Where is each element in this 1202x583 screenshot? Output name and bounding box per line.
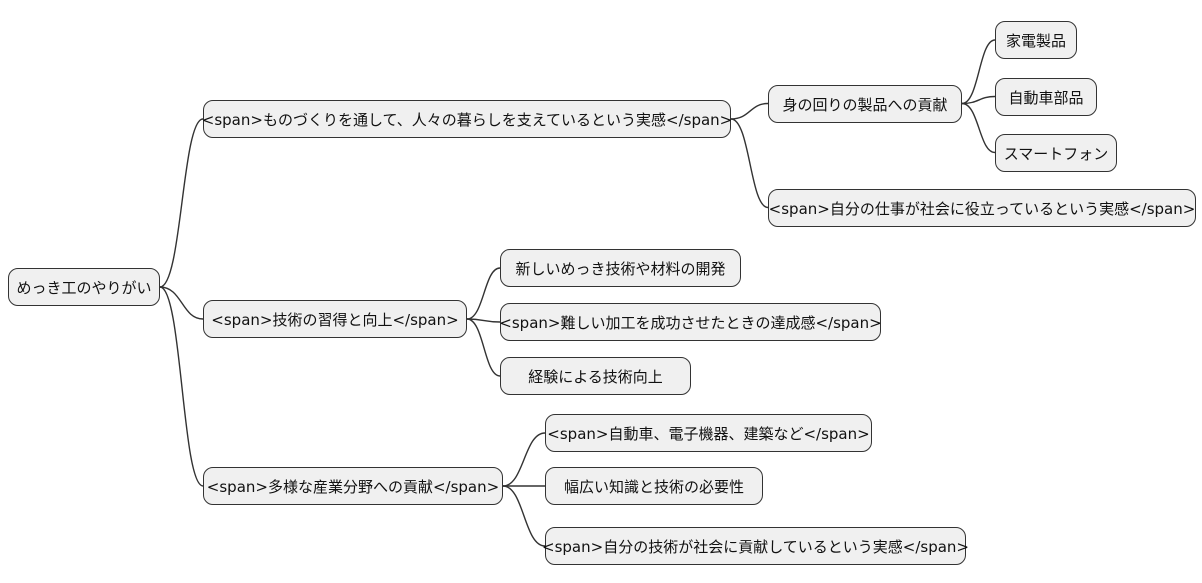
connector-line — [466, 318, 501, 323]
node-auto-parts[interactable]: 自動車部品 — [995, 78, 1097, 116]
connector-line — [466, 267, 501, 320]
connector-line — [961, 95, 996, 105]
connector-line — [159, 286, 204, 320]
node-work-useful-society[interactable]: <span>自分の仕事が社会に役立っているという実感</span> — [768, 189, 1196, 227]
connector-line — [159, 286, 204, 487]
node-tech-contributes-society[interactable]: <span>自分の技術が社会に貢献しているという実感</span> — [542, 527, 969, 565]
node-everyday-products[interactable]: 身の回りの製品への貢献 — [768, 85, 962, 123]
node-branch-skill-improvement[interactable]: <span>技術の習得と向上</span> — [203, 300, 467, 338]
connector-line — [466, 318, 501, 377]
node-new-plating-tech[interactable]: 新しいめっき技術や材料の開発 — [500, 249, 741, 287]
node-difficult-processing-achievement[interactable]: <span>難しい加工を成功させたときの達成感</span> — [499, 303, 882, 341]
node-experience-skill-up[interactable]: 経験による技術向上 — [500, 357, 691, 395]
connector-line — [730, 102, 769, 120]
connector-line — [730, 118, 769, 209]
connector-line — [502, 485, 546, 547]
connector-line — [159, 118, 204, 288]
connector-line — [502, 432, 546, 487]
node-branch-diverse-industries[interactable]: <span>多様な産業分野への貢献</span> — [203, 467, 503, 505]
node-branch-monozukuri[interactable]: <span>ものづくりを通して、人々の暮らしを支えているという実感</span> — [202, 100, 732, 138]
node-auto-electronics-construction[interactable]: <span>自動車、電子機器、建築など</span> — [545, 414, 872, 452]
connector-line — [961, 102, 996, 154]
node-smartphone[interactable]: スマートフォン — [995, 134, 1117, 172]
node-broad-knowledge-needed[interactable]: 幅広い知識と技術の必要性 — [545, 467, 763, 505]
connector-line — [961, 39, 996, 105]
node-root[interactable]: めっき工のやりがい — [8, 268, 160, 306]
node-home-appliances[interactable]: 家電製品 — [995, 21, 1077, 59]
